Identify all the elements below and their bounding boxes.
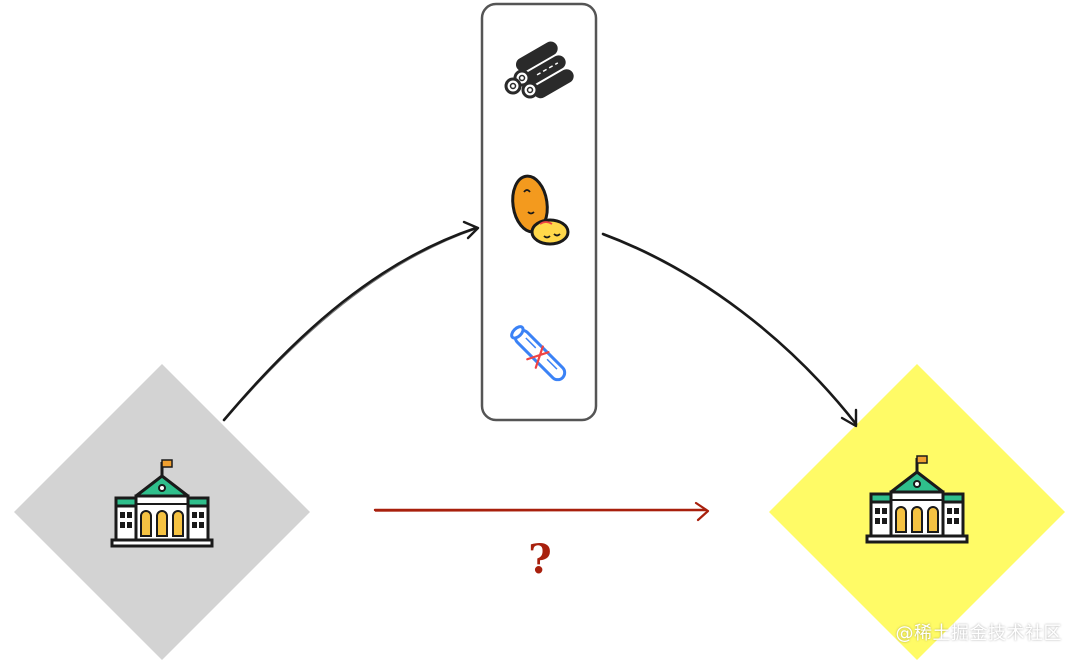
arrow-source-to-resources <box>222 220 480 422</box>
potatoes-icon <box>511 174 570 246</box>
question-mark-label: ? <box>528 536 552 583</box>
diploma-scroll-icon <box>510 325 567 382</box>
watermark: @稀土掘金技术社区 <box>895 623 1062 644</box>
wood-logs-icon <box>504 41 574 99</box>
arrow-direct-exchange <box>373 501 710 522</box>
arrow-resources-to-target <box>601 232 858 428</box>
